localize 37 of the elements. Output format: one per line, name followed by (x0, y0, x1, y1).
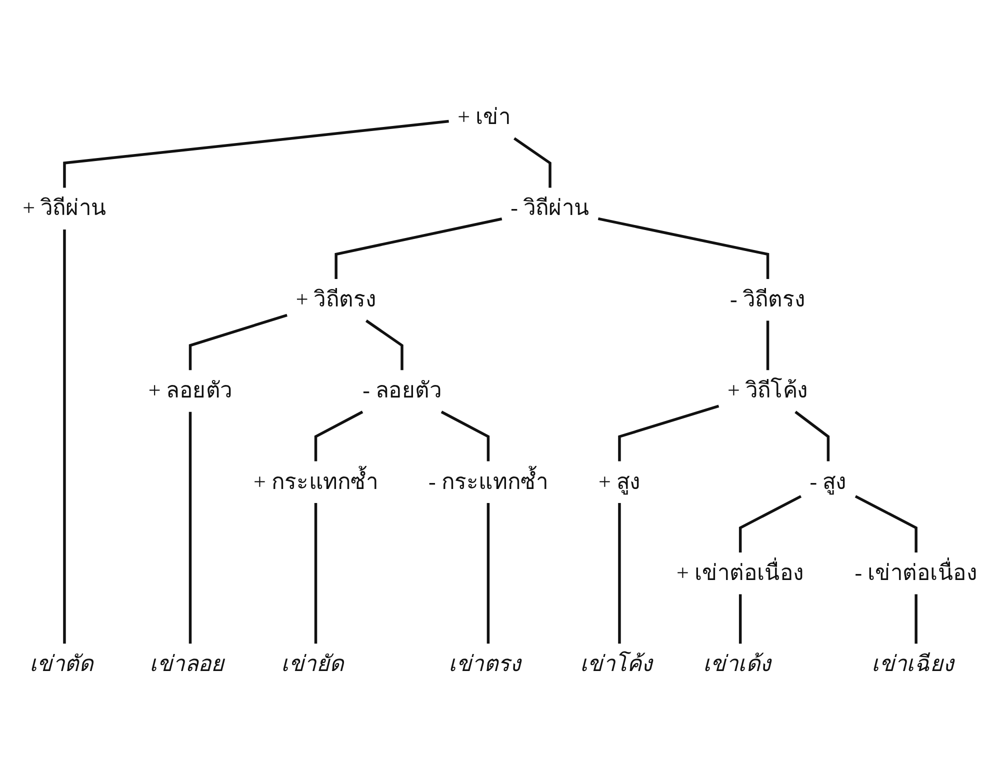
node-text: - วิถีตรง (730, 287, 806, 312)
connector (618, 502, 621, 644)
node-text: + เข่า (458, 104, 511, 130)
connector (188, 313, 288, 370)
connector (63, 229, 66, 644)
node-text: - ลอยตัว (362, 378, 442, 403)
node-text: เข่าตรง (448, 652, 522, 676)
connector (63, 119, 449, 188)
node-text: เข่าตัด (29, 652, 94, 676)
connector (440, 410, 490, 461)
node-text: - วิถีผ่าน (510, 196, 590, 220)
node-text: + วิถีตรง (296, 287, 376, 312)
connector (314, 502, 318, 644)
node-text: - สูง (810, 470, 847, 494)
connector (618, 404, 720, 461)
connector (766, 320, 770, 370)
node-text: เข่าเด้ง (702, 652, 772, 676)
connector (365, 319, 404, 370)
connector (914, 594, 918, 644)
connector (314, 410, 364, 461)
connector (598, 216, 770, 278)
node-text: + วิถีผ่าน (22, 196, 106, 220)
node-text: เข่ายัด (281, 652, 344, 676)
connector (794, 410, 830, 461)
node-text: เข่าลอย (150, 652, 224, 676)
connector (188, 411, 192, 644)
node-text: + ลอยตัว (148, 378, 232, 403)
node-text: เข่าโค้ง (580, 652, 652, 676)
node-text: เข่าเฉียง (872, 652, 954, 676)
node-text: + สูง (598, 470, 641, 494)
connector (334, 217, 502, 278)
connector (854, 494, 918, 552)
connector (738, 494, 802, 552)
connector (486, 502, 490, 644)
node-text: + วิถีโค้ง (728, 378, 808, 403)
connector (738, 594, 742, 644)
connector (514, 136, 552, 188)
